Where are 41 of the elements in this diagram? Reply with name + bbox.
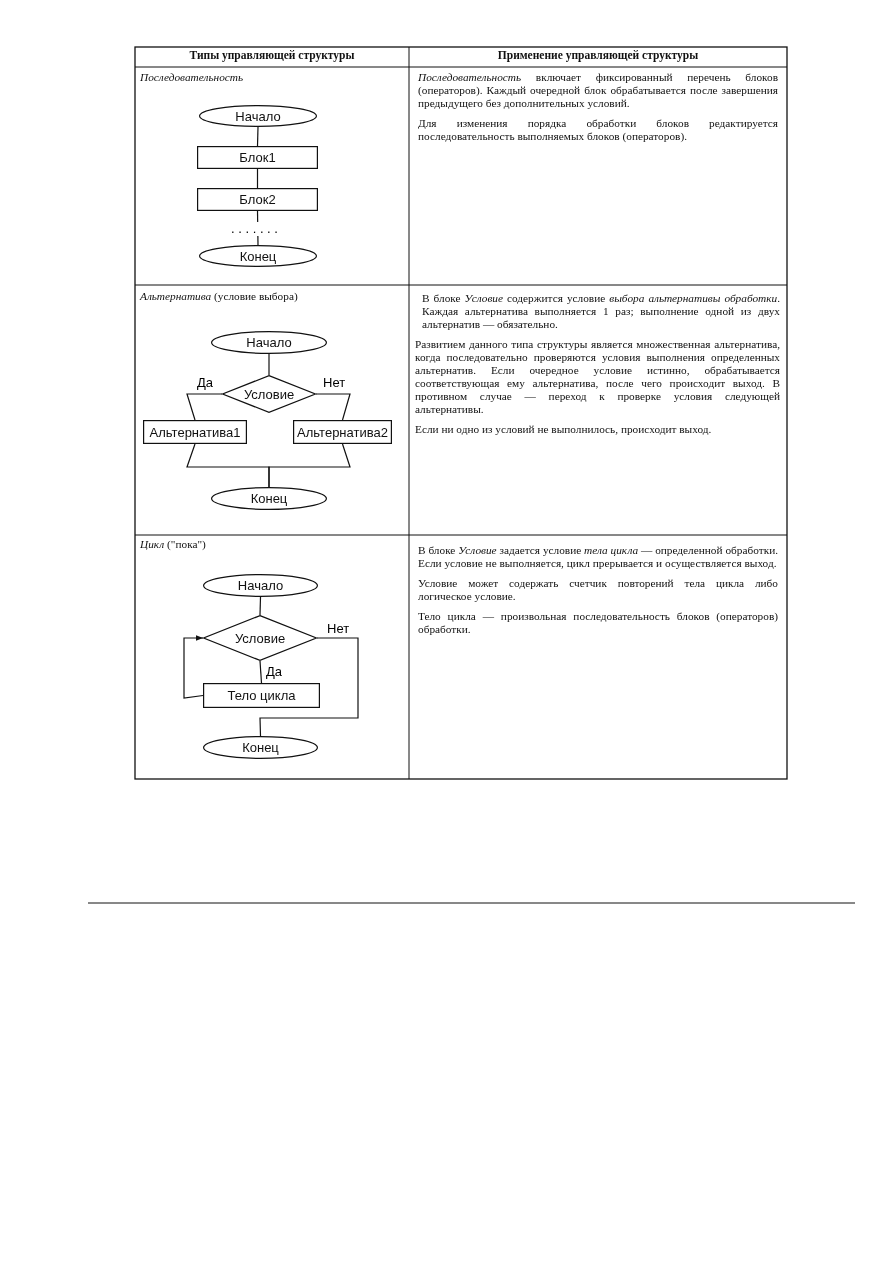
edge-label: Да — [196, 376, 215, 390]
description-paragraph: В блоке Условие содержится условие выбора альтернативы обработки. Каждая альтернатива выполняется 1 раз; выполнение одной из двух альтернатив — обязательно. — [422, 292, 780, 331]
connector-line — [259, 637, 359, 737]
terminator-ellipse: Начало — [203, 574, 318, 597]
terminator-ellipse: Конец — [211, 487, 327, 510]
column-header: Типы управляющей структуры — [188, 49, 356, 62]
process-box: Тело цикла — [203, 683, 320, 708]
connector-line — [186, 393, 223, 421]
process-box: Альтернатива2 — [293, 420, 392, 444]
edge-label: Да — [265, 665, 284, 679]
description-paragraph: Условие может содержать счетчик повторений тела цикла либо логическое условие. — [418, 577, 778, 603]
process-box: Блок1 — [197, 146, 318, 169]
decision-diamond: Условие — [203, 615, 317, 661]
connector-line — [315, 393, 351, 421]
decision-diamond: Условие — [222, 375, 316, 413]
terminator-ellipse: Начало — [211, 331, 327, 354]
description-paragraph: Тело цикла — произвольная последовательность блоков (операторов) обработки. — [418, 610, 778, 636]
connector-line — [259, 660, 263, 684]
description-paragraph: В блоке Условие задается условие тела цикла — определенной обработки. Если условие не выполняется, цикл прерывается и осуществляется выход. — [418, 544, 778, 570]
arrow — [183, 635, 204, 699]
description-paragraph: Развитием данного типа структуры является множественная альтернатива, когда последовательно проверяются условия выполнения определенных альтернатив. Если очередное условие истинно, обрабатывается соответствующая ему альтернатива, после чего происходит выход. В противном случае — переход к проверке условия следующей альтернативы. — [415, 338, 780, 416]
description-paragraph: Для изменения порядка обработки блоков редактируется последовательность выполняемых блоков (операторов). — [418, 117, 778, 143]
connector-line — [259, 596, 262, 616]
connector-line — [256, 168, 259, 189]
row-title: Последовательность — [140, 71, 245, 84]
terminator-ellipse: Конец — [199, 245, 317, 267]
process-box: Альтернатива1 — [143, 420, 247, 444]
row-title: Альтернатива (условие выбора) — [140, 290, 299, 303]
edge-label: Нет — [326, 622, 351, 636]
connector-line — [268, 443, 351, 488]
row-title: Цикл ("пока") — [140, 538, 207, 551]
edge-label: . . . . . . . — [230, 222, 279, 236]
terminator-ellipse: Начало — [199, 105, 317, 127]
description-paragraph: Если ни одно из условий не выполнилось, происходит выход. — [415, 423, 713, 436]
process-box: Блок2 — [197, 188, 318, 211]
column-header: Применение управляющей структуры — [496, 49, 700, 62]
description-paragraph: Последовательность включает фиксированный перечень блоков (операторов). Каждый очередной блок обрабатывается после завершения предыдущего без дополнительных условий. — [418, 71, 778, 110]
connector-line — [256, 126, 259, 147]
edge-label: Нет — [322, 376, 347, 390]
terminator-ellipse: Конец — [203, 736, 318, 759]
connector-line — [268, 353, 270, 376]
